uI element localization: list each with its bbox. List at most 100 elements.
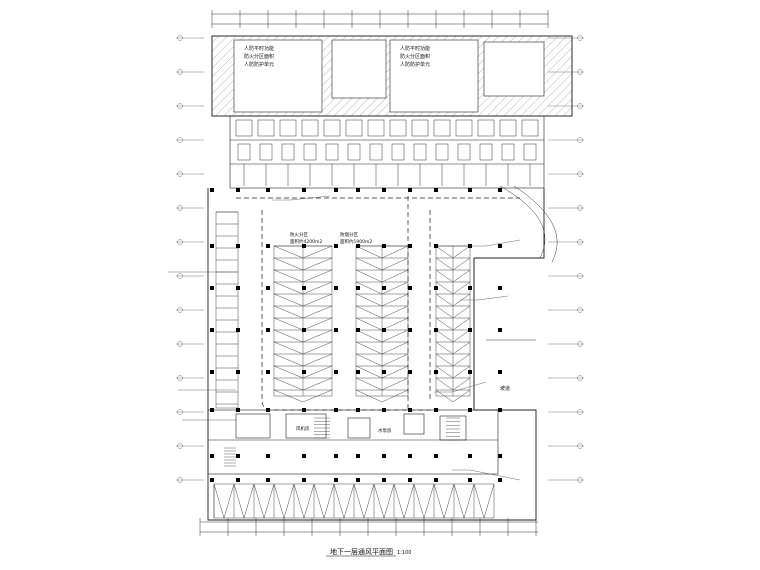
axis-bubble: [577, 341, 583, 347]
equipment-cell: [521, 119, 539, 137]
equipment-cell: [455, 119, 473, 137]
column: [210, 454, 214, 458]
column: [334, 244, 338, 248]
stall-diag: [273, 389, 304, 403]
stall-diag: [435, 245, 454, 259]
column: [210, 188, 214, 192]
stall-diag: [323, 483, 335, 519]
fan-room-label: 风机房: [296, 425, 310, 432]
column: [266, 328, 270, 332]
left-axis-grid: [176, 35, 204, 483]
axis-bubble: [177, 137, 183, 143]
column: [302, 454, 306, 458]
stall-diag: [302, 329, 333, 343]
annotation-leaders: [168, 195, 521, 481]
column: [302, 370, 306, 374]
axis-bubble: [577, 205, 583, 211]
axis-bubble: [177, 171, 183, 177]
stall-diag: [443, 483, 455, 519]
axis-bubble: [577, 409, 583, 415]
column: [498, 478, 502, 482]
column: [334, 286, 338, 290]
stall-diag: [355, 317, 383, 331]
column: [266, 454, 270, 458]
column: [356, 454, 360, 458]
column: [334, 188, 338, 192]
leader-line: [469, 469, 521, 481]
stall-diag: [273, 305, 304, 319]
column: [498, 454, 502, 458]
stall-diag: [355, 245, 383, 259]
column: [434, 188, 438, 192]
equipment-cell: [281, 143, 295, 161]
stall-diag: [355, 293, 383, 307]
column: [266, 478, 270, 482]
column: [408, 370, 412, 374]
top-dimension-ticks: [211, 10, 549, 28]
stall-diag: [355, 305, 383, 319]
stall-diag: [273, 317, 304, 331]
equipment-cell: [477, 119, 495, 137]
equipment-cell: [457, 143, 471, 161]
stall-diag: [435, 329, 454, 343]
axis-bubble: [577, 239, 583, 245]
stall-diag: [355, 389, 383, 403]
zone-right-line1: 人防平时功能: [400, 45, 430, 52]
stall-diag: [403, 483, 415, 519]
stall-diag: [381, 329, 409, 343]
stall-diag: [473, 483, 485, 519]
column: [434, 286, 438, 290]
column: [498, 244, 502, 248]
parking-label2-line2: 面积约1900m2: [340, 238, 372, 245]
column: [498, 328, 502, 332]
stall-diag: [435, 353, 454, 367]
zone-right-line3: 人防防护单元: [400, 61, 430, 68]
axis-bubble: [177, 477, 183, 483]
column: [236, 328, 240, 332]
stall-diag: [393, 483, 405, 519]
column: [356, 286, 360, 290]
stall-diag: [423, 483, 435, 519]
column: [266, 286, 270, 290]
stall-diag: [452, 377, 471, 391]
stall-diag: [273, 293, 304, 307]
column: [408, 286, 412, 290]
stall-diag: [273, 245, 304, 259]
stall-diag: [435, 305, 454, 319]
column: [210, 286, 214, 290]
column: [382, 370, 386, 374]
stall-diag: [273, 281, 304, 295]
axis-bubble: [177, 69, 183, 75]
column: [334, 328, 338, 332]
stall-diag: [355, 377, 383, 391]
stall-diag: [433, 483, 445, 519]
column: [236, 478, 240, 482]
stall-diag: [435, 293, 454, 307]
stall-diag: [381, 245, 409, 259]
axis-bubble: [177, 375, 183, 381]
column: [408, 454, 412, 458]
equipment-cell: [345, 119, 363, 137]
stall-diag: [233, 483, 245, 519]
equipment-cell: [501, 143, 515, 161]
stall-diag: [273, 341, 304, 355]
stall-diag: [381, 257, 409, 271]
stall-diag: [273, 257, 304, 271]
column: [498, 188, 502, 192]
axis-bubble: [177, 35, 183, 41]
column: [498, 370, 502, 374]
column: [434, 370, 438, 374]
axis-bubble: [177, 239, 183, 245]
column: [210, 244, 214, 248]
stall-diag: [452, 341, 471, 355]
ramp: 坡道: [486, 185, 558, 392]
stall-diag: [273, 377, 304, 391]
column: [356, 188, 360, 192]
column: [236, 188, 240, 192]
column: [468, 370, 472, 374]
stall-diag: [413, 483, 425, 519]
axis-bubble: [577, 443, 583, 449]
column: [334, 454, 338, 458]
bottom-dimension-lines: [200, 521, 538, 533]
